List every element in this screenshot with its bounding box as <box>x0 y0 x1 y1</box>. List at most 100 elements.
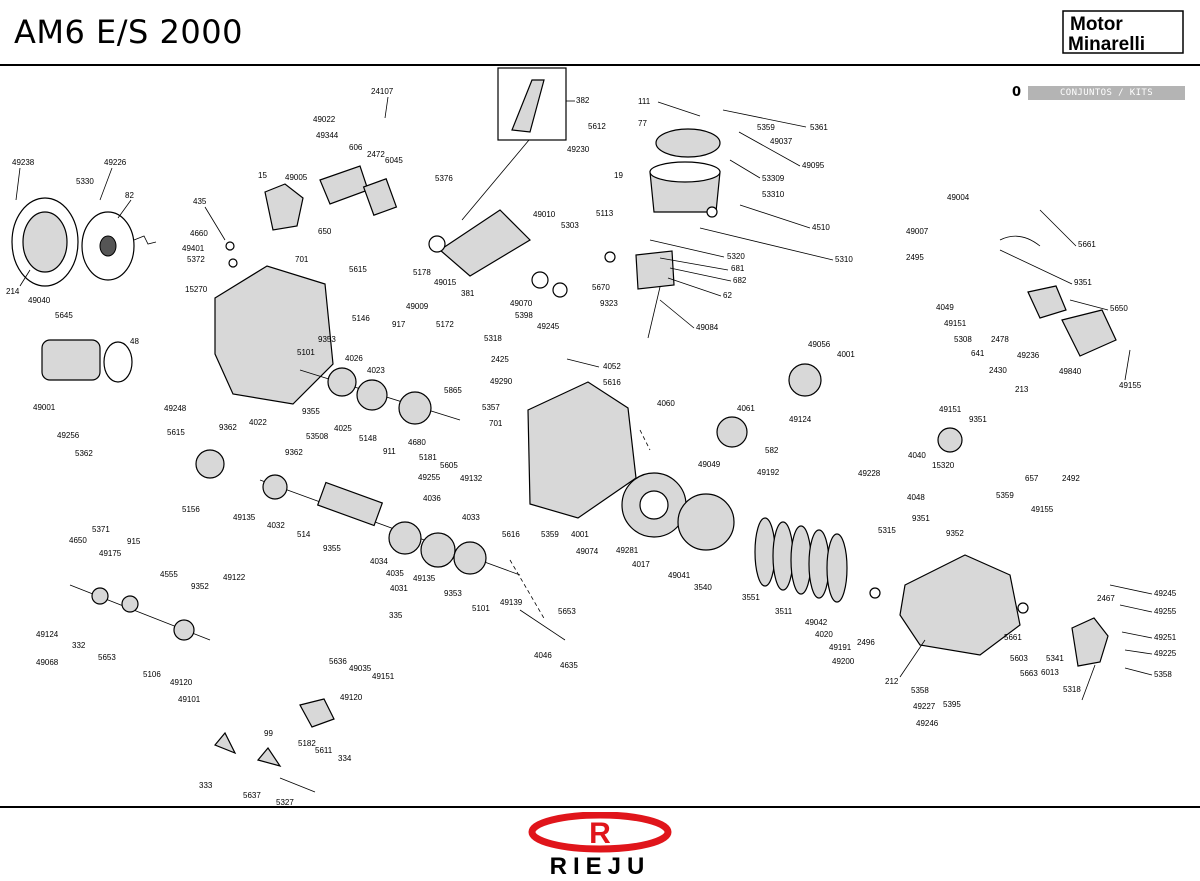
part-label: 24107 <box>371 87 394 96</box>
part-label: 4031 <box>390 584 408 593</box>
part-label: 650 <box>318 227 332 236</box>
part-label: 49248 <box>164 404 187 413</box>
part-label: 5310 <box>835 255 853 264</box>
part-label: 5653 <box>98 653 116 662</box>
part-label: 5101 <box>297 348 315 357</box>
part-label: 381 <box>461 289 475 298</box>
part-label: 82 <box>125 191 134 200</box>
page-header: AM6 E/S 2000 Motor Minarelli <box>0 0 1200 66</box>
part-label: 49200 <box>832 657 855 666</box>
part-label: 49192 <box>757 468 780 477</box>
part-label: 4049 <box>936 303 954 312</box>
part-label: 4635 <box>560 661 578 670</box>
part-label: 49005 <box>285 173 308 182</box>
part-label: 5398 <box>515 311 533 320</box>
part-label: 5612 <box>588 122 606 131</box>
part-label: 701 <box>295 255 309 264</box>
exploded-parts-diagram: 49238 49226 5330 82 214 49040 435 4660 4… <box>6 67 1177 806</box>
part-label: 214 <box>6 287 20 296</box>
part-label: 49151 <box>372 672 395 681</box>
part-label: 5113 <box>596 209 614 218</box>
part-label: 49840 <box>1059 367 1082 376</box>
part-label: 49122 <box>223 573 246 582</box>
part-label: 49042 <box>805 618 828 627</box>
part-label: 4680 <box>408 438 426 447</box>
part-label: 5636 <box>329 657 347 666</box>
part-label: 9362 <box>285 448 303 457</box>
part-label: 5308 <box>954 335 972 344</box>
part-label: 606 <box>349 143 363 152</box>
part-label: 2472 <box>367 150 385 159</box>
part-label: 49070 <box>510 299 533 308</box>
part-label: 49255 <box>1154 607 1177 616</box>
part-label: 6013 <box>1041 668 1059 677</box>
part-label: 49344 <box>316 131 339 140</box>
part-label: 5603 <box>1010 654 1028 663</box>
part-label: 49041 <box>668 571 691 580</box>
part-label: 382 <box>576 96 590 105</box>
parts-drawings <box>11 67 1117 793</box>
part-label: 9352 <box>946 529 964 538</box>
part-label: 49124 <box>789 415 812 424</box>
part-label: 5661 <box>1078 240 1096 249</box>
part-label: 49225 <box>1154 649 1177 658</box>
part-label: 2492 <box>1062 474 1080 483</box>
kits-button[interactable]: CONJUNTOS / KITS <box>1028 86 1185 100</box>
part-label: 2467 <box>1097 594 1115 603</box>
part-label: 5395 <box>943 700 961 709</box>
part-label: 4060 <box>657 399 675 408</box>
part-label: 53309 <box>762 174 785 183</box>
leader-lines <box>15 96 1153 701</box>
part-label: 49191 <box>829 643 852 652</box>
part-label: 435 <box>193 197 207 206</box>
part-label: 917 <box>392 320 406 329</box>
part-label: 5361 <box>810 123 828 132</box>
part-label: 5376 <box>435 174 453 183</box>
part-label: 333 <box>199 781 213 790</box>
part-label: 9351 <box>912 514 930 523</box>
part-label: 9355 <box>323 544 341 553</box>
part-label: 49226 <box>104 158 127 167</box>
part-label: 5315 <box>878 526 896 535</box>
part-label: 5637 <box>243 791 261 800</box>
part-label: 335 <box>389 611 403 620</box>
part-label: 681 <box>731 264 745 273</box>
part-label: 5359 <box>996 491 1014 500</box>
part-label: 6045 <box>385 156 403 165</box>
part-label: 49037 <box>770 137 793 146</box>
part-label: 5670 <box>592 283 610 292</box>
part-label: 4052 <box>603 362 621 371</box>
part-label: 9362 <box>219 423 237 432</box>
part-label: 49068 <box>36 658 59 667</box>
part-label: 5650 <box>1110 304 1128 313</box>
part-label: 111 <box>638 97 651 106</box>
part-label: 5371 <box>92 525 110 534</box>
part-label: 49290 <box>490 377 513 386</box>
part-label: 582 <box>765 446 779 455</box>
footer-rule <box>0 806 1200 808</box>
part-label: 3551 <box>742 593 760 602</box>
part-label: 49281 <box>616 546 639 555</box>
part-label: 49132 <box>460 474 483 483</box>
part-label: 49056 <box>808 340 831 349</box>
part-label: 5303 <box>561 221 579 230</box>
part-label: 9351 <box>969 415 987 424</box>
part-label: 49007 <box>906 227 929 236</box>
part-label: 49227 <box>913 702 936 711</box>
part-label: 49101 <box>178 695 201 704</box>
part-label: 4660 <box>190 229 208 238</box>
part-label: 4035 <box>386 569 404 578</box>
part-label: 2478 <box>991 335 1009 344</box>
part-label: 911 <box>383 447 396 456</box>
part-label: 5661 <box>1004 633 1022 642</box>
part-label: 48 <box>130 337 139 346</box>
part-label: 4022 <box>249 418 267 427</box>
part-label: 49120 <box>170 678 193 687</box>
part-label: 49245 <box>537 322 560 331</box>
part-label: 15320 <box>932 461 955 470</box>
part-label: 53508 <box>306 432 329 441</box>
part-label: 4034 <box>370 557 388 566</box>
part-label: 5357 <box>482 403 500 412</box>
part-label: 9352 <box>191 582 209 591</box>
part-label: 657 <box>1025 474 1039 483</box>
